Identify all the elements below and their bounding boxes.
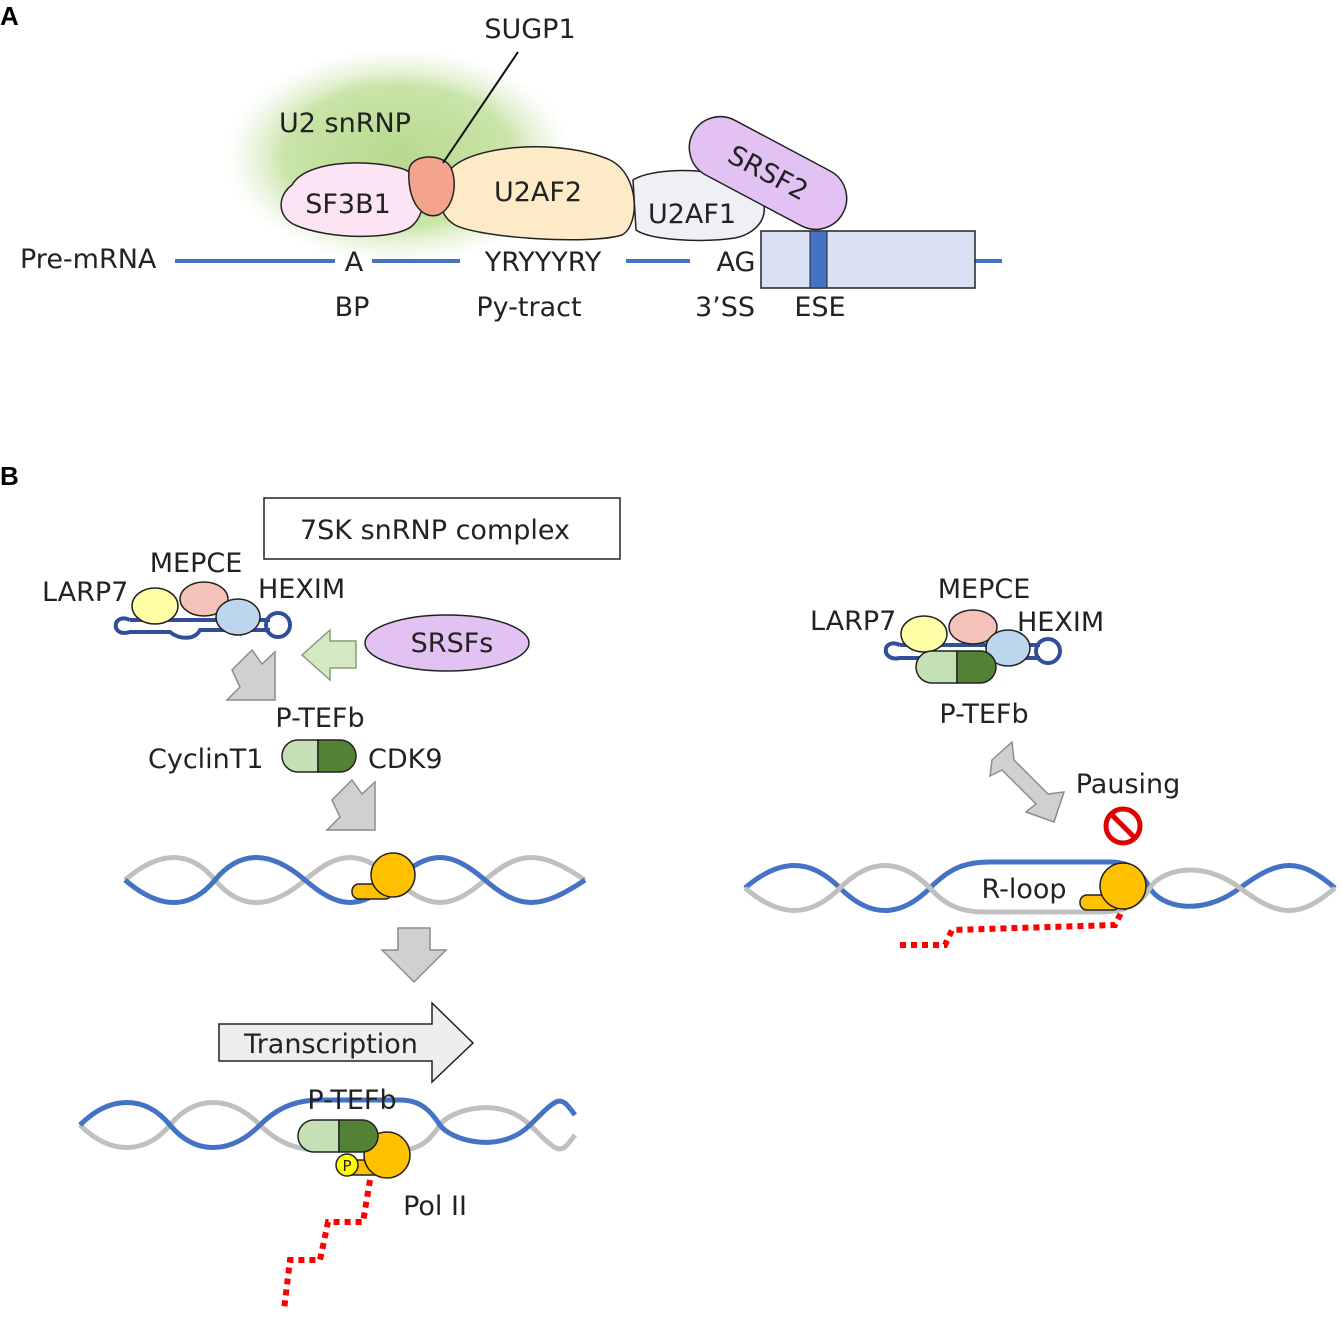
hexim-label-right: HEXIM	[1017, 607, 1104, 638]
hexim-label-left: HEXIM	[258, 574, 345, 605]
bp-label: BP	[335, 292, 370, 323]
u2af2-shape	[439, 146, 636, 241]
mepce-label-left: MEPCE	[150, 548, 243, 579]
bp-sequence: A	[345, 247, 364, 278]
hexim-shape-right	[985, 629, 1031, 667]
recruit-arrow	[325, 778, 376, 831]
u2-snrnp-label: U2 snRNP	[279, 108, 411, 139]
phospho-label: P	[342, 1157, 351, 1175]
py-tract-sequence: YRYYYRY	[484, 247, 602, 278]
polii-label: Pol II	[403, 1191, 467, 1222]
srsf2-shape	[688, 115, 848, 231]
7sk-complex-box	[263, 497, 621, 560]
mepce-shape-left	[179, 581, 229, 617]
cyclint1-shape	[281, 739, 319, 773]
sugp1-label: SUGP1	[484, 14, 575, 45]
u2af2-label: U2AF2	[494, 177, 582, 208]
srsfs-label: SRSFs	[411, 628, 494, 659]
cyclint1-shape-right	[915, 650, 958, 684]
dna-helix-1	[123, 855, 587, 905]
three-ss-label: 3’SS	[695, 292, 755, 323]
py-tract-label: Py-tract	[476, 292, 581, 323]
cdk9-bound	[338, 1119, 379, 1153]
sugp1-shape	[408, 156, 455, 217]
ese-label: ESE	[794, 292, 845, 323]
sequestration-arrow	[989, 740, 1066, 823]
ptefb-label-right: P-TEFb	[939, 699, 1028, 730]
srsfs-inhibit-arrow	[300, 628, 357, 682]
pre-mrna-label: Pre-mRNA	[20, 244, 157, 275]
polii-body-1	[370, 852, 416, 898]
cdk9-label: CDK9	[368, 744, 443, 775]
srsfs-shape	[364, 614, 530, 672]
transcription-label: Transcription	[243, 1029, 418, 1060]
rloop-label: R-loop	[981, 874, 1066, 905]
nascent-rna-left	[281, 1179, 373, 1311]
larp7-shape-right	[900, 615, 948, 653]
ptefb-label-left: P-TEFb	[275, 703, 364, 734]
sf3b1-shape	[280, 162, 425, 238]
exon-box	[760, 230, 976, 289]
nascent-rna-right	[900, 903, 1128, 948]
release-arrow-1	[225, 648, 276, 701]
phospho-marker	[335, 1153, 359, 1177]
transcription-arrow	[218, 1001, 475, 1084]
dna-helix-right	[743, 859, 1337, 915]
ese-band	[809, 230, 828, 289]
cdk9-shape-right	[956, 650, 997, 684]
three-ss-sequence: AG	[717, 247, 756, 278]
cdk9-shape	[317, 739, 357, 773]
hexim-shape-left	[215, 598, 261, 636]
mepce-shape-right	[948, 609, 998, 645]
pausing-label: Pausing	[1076, 769, 1181, 800]
cyclint1-label: CyclinT1	[148, 744, 263, 775]
mepce-label-right: MEPCE	[938, 574, 1031, 605]
u2af1-label: U2AF1	[648, 199, 736, 230]
sugp1-leader-line	[442, 51, 519, 164]
transition-arrow	[380, 927, 448, 984]
cyclint1-bound	[297, 1119, 340, 1153]
larp7-label-right: LARP7	[810, 606, 896, 637]
ptefb-label-bound: P-TEFb	[307, 1085, 396, 1116]
larp7-label-left: LARP7	[42, 577, 128, 608]
pausing-stop-icon	[1103, 806, 1143, 846]
larp7-shape-left	[131, 587, 179, 625]
sf3b1-label: SF3B1	[305, 189, 391, 220]
polii-body-right	[1099, 862, 1147, 910]
panel-a-label: A	[0, 1, 19, 31]
7sk-complex-label: 7SK snRNP complex	[300, 515, 570, 546]
panel-b-label: B	[0, 461, 19, 491]
